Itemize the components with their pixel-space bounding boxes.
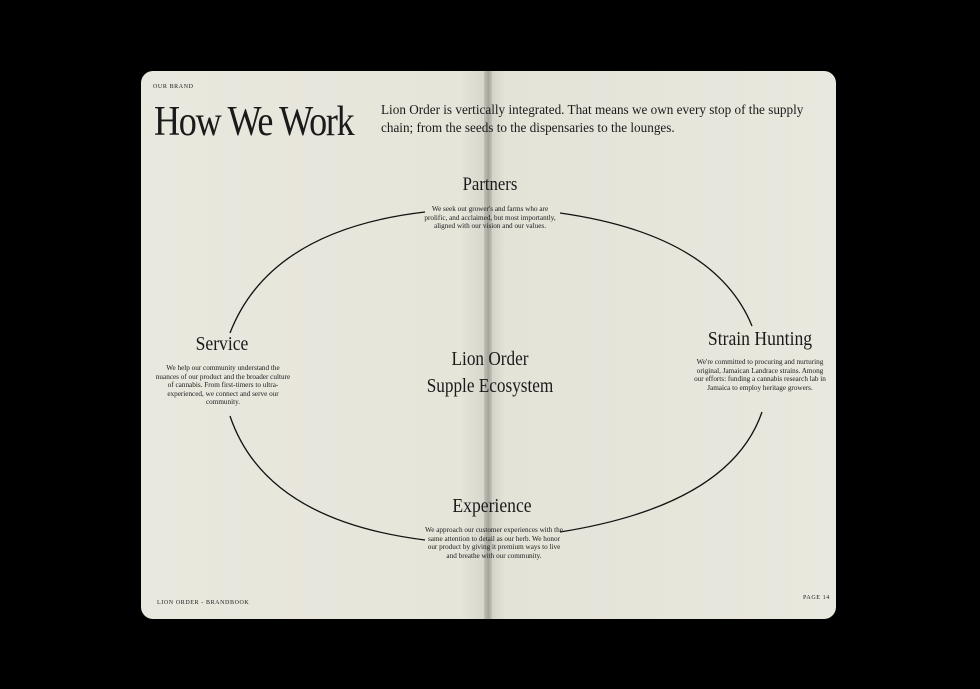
page-number: PAGE 14 (803, 595, 830, 601)
book-gutter (484, 71, 492, 619)
right-page (488, 71, 836, 619)
ring-arc-bottom-right (559, 411, 763, 533)
strain-hunting-description: We're committed to procuring and nurturi… (694, 358, 826, 392)
experience-description: We approach our customer experiences wit… (425, 526, 563, 560)
service-title: Service (195, 333, 249, 355)
footer-brandbook-label: LION ORDER - BRANDBOOK (157, 600, 250, 606)
partners-description: We seek out grower's and farms who are p… (424, 205, 556, 231)
experience-title: Experience (452, 495, 532, 517)
ring-arc-top-left (229, 211, 426, 334)
intro-paragraph: Lion Order is vertically integrated. Tha… (381, 102, 804, 135)
page-title: How We Work (154, 99, 355, 145)
strain-hunting-title: Strain Hunting (707, 328, 813, 350)
ring-arc-top-right (559, 212, 753, 327)
brandbook-spread (141, 71, 836, 619)
left-page (141, 71, 488, 619)
service-description: We help our community understand the nua… (155, 364, 291, 407)
ecosystem-center-label: Lion Order Supple Ecosystem (426, 348, 554, 397)
section-label: OUR BRAND (153, 84, 194, 90)
ring-arc-bottom-left (229, 415, 426, 541)
partners-title: Partners (462, 174, 518, 195)
